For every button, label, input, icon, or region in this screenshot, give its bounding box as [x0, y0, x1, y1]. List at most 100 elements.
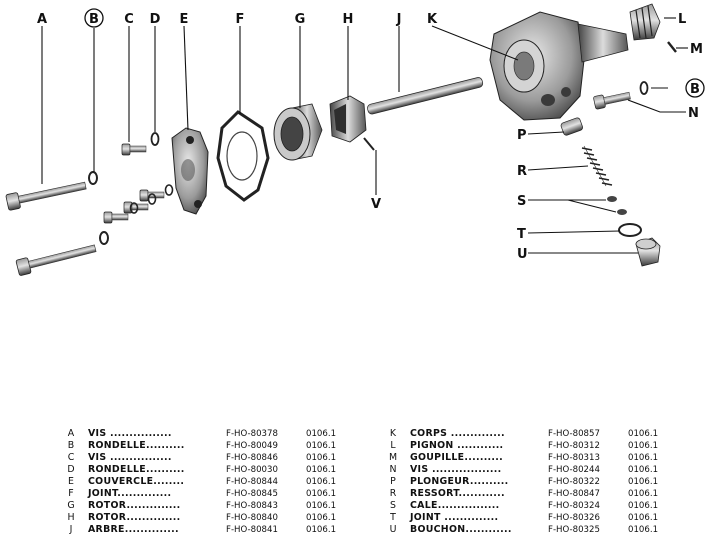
label-j: J	[396, 12, 402, 27]
part-reference: F-HO-80030	[226, 465, 278, 475]
inner-rotor	[329, 95, 367, 143]
label-f: F	[236, 12, 245, 27]
washer-b-2	[99, 231, 109, 245]
shim-1	[607, 196, 617, 202]
gasket	[216, 110, 270, 202]
label-h: H	[343, 12, 354, 27]
part-code: 0106.1	[628, 477, 659, 487]
part-name: RESSORT............	[410, 488, 505, 499]
part-name: PLONGEUR..........	[410, 476, 509, 487]
part-name: JOINT ..............	[410, 512, 499, 523]
part-letter: S	[390, 500, 396, 511]
washer-b-right	[639, 81, 649, 95]
part-name: PIGNON ............	[410, 440, 504, 451]
parts-list: A VIS ................ F-HO-80378 0106.1 B R…	[0, 428, 716, 540]
part-code: 0106.1	[628, 465, 659, 475]
part-reference: F-HO-80847	[548, 489, 600, 499]
label-t: T	[517, 227, 526, 242]
washer-d-1	[150, 132, 160, 146]
part-name: VIS ................	[88, 428, 172, 439]
label-v: V	[371, 197, 381, 212]
part-reference: F-HO-80840	[226, 513, 278, 523]
part-code: 0106.1	[628, 501, 659, 511]
part-name: VIS ..................	[410, 464, 502, 475]
part-letter: E	[68, 476, 74, 487]
part-reference: F-HO-80049	[226, 441, 278, 451]
part-code: 0106.1	[306, 477, 337, 487]
part-reference: F-HO-80857	[548, 429, 600, 439]
part-reference: F-HO-80841	[226, 525, 278, 535]
part-code: 0106.1	[628, 441, 659, 451]
shaft	[367, 77, 484, 115]
washer-d-2	[129, 202, 139, 214]
label-d: D	[150, 12, 161, 27]
washer-d-3	[147, 193, 157, 205]
part-letter: N	[389, 464, 397, 475]
part-letter: A	[67, 428, 75, 439]
part-code: 0106.1	[306, 453, 337, 463]
small-pin-m	[667, 41, 677, 53]
leader-lines	[41, 17, 688, 254]
part-letter: T	[390, 512, 396, 523]
part-letter: U	[389, 524, 397, 535]
label-n: N	[688, 106, 699, 121]
long-bolt-bottom	[15, 244, 97, 276]
label-u: U	[517, 247, 528, 262]
part-reference: F-HO-80312	[548, 441, 600, 451]
part-code: 0106.1	[306, 489, 337, 499]
part-letter: G	[67, 500, 75, 511]
spring	[581, 145, 613, 187]
part-code: 0106.1	[628, 525, 659, 535]
part-code: 0106.1	[628, 489, 659, 499]
small-screw-4	[139, 189, 165, 202]
part-reference: F-HO-80846	[226, 453, 278, 463]
callout-labels: A B C D E F G H J K L M B N P R S T U V	[37, 8, 705, 262]
label-g: G	[295, 12, 306, 27]
label-l: L	[678, 12, 686, 27]
part-code: 0106.1	[628, 513, 659, 523]
part-code: 0106.1	[306, 525, 337, 535]
small-screw-2	[103, 211, 129, 224]
part-code: 0106.1	[306, 501, 337, 511]
plug-u	[635, 237, 661, 267]
part-letter: R	[389, 488, 397, 499]
part-letter: M	[388, 452, 398, 463]
plunger	[560, 117, 583, 136]
label-m: M	[690, 42, 703, 57]
outer-rotor	[273, 103, 323, 161]
part-letter: B	[67, 440, 75, 451]
part-letter: H	[67, 512, 75, 523]
part-name: GOUPILLE..........	[410, 452, 504, 463]
part-name: RONDELLE..........	[88, 464, 185, 475]
part-reference: F-HO-80313	[548, 453, 600, 463]
pin-v	[363, 137, 375, 151]
seal-t	[618, 223, 642, 237]
part-reference: F-HO-80322	[548, 477, 600, 487]
pinion-gear	[629, 3, 661, 41]
part-letter: F	[68, 488, 74, 499]
shim-2	[617, 209, 627, 215]
label-s: S	[517, 194, 526, 209]
part-name: COUVERCLE........	[88, 476, 185, 487]
part-code: 0106.1	[306, 441, 337, 451]
part-letter: J	[69, 524, 73, 535]
part-letter: C	[67, 452, 75, 463]
part-name: CORPS ..............	[410, 428, 505, 439]
label-b-circle	[84, 8, 104, 28]
part-reference: F-HO-80244	[548, 465, 600, 475]
label-r: R	[517, 164, 527, 179]
part-code: 0106.1	[306, 465, 337, 475]
part-letter: D	[67, 464, 75, 475]
part-reference: F-HO-80845	[226, 489, 278, 499]
part-name: BOUCHON............	[410, 524, 512, 535]
part-letter: P	[390, 476, 396, 487]
part-reference: F-HO-80378	[226, 429, 278, 439]
part-name: VIS ................	[88, 452, 172, 463]
part-name: ROTOR..............	[88, 512, 181, 523]
part-letter: K	[389, 428, 397, 439]
part-code: 0106.1	[628, 429, 659, 439]
part-reference: F-HO-80326	[548, 513, 600, 523]
label-p: P	[517, 128, 527, 143]
small-screw-c	[121, 143, 147, 156]
part-reference: F-HO-80325	[548, 525, 600, 535]
